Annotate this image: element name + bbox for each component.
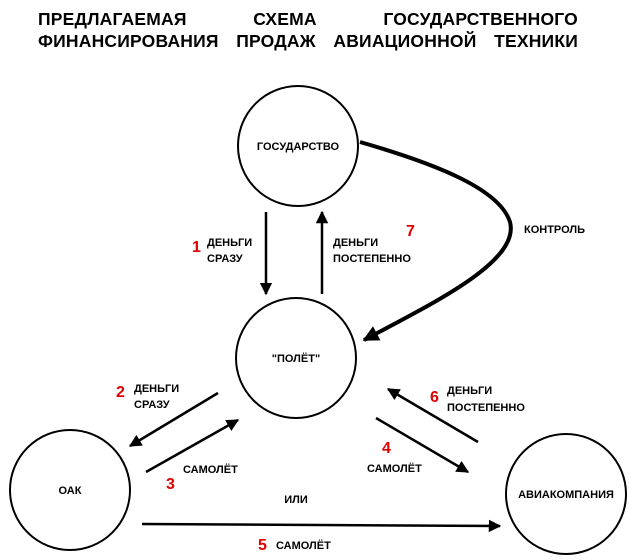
or-label: ИЛИ [284,494,308,506]
step-number-5: 5 [258,537,267,554]
arrow-5-plane-direct [141,519,502,533]
node-oak: ОАК [9,429,131,551]
step-number-6: 6 [430,389,439,406]
edge-2-label-line1: ДЕНЬГИ [134,383,179,395]
node-polet-label: "ПОЛЁТ" [272,352,320,365]
title-word: ГОСУДАРСТВЕННОГО [383,9,578,29]
step-number-2: 2 [116,384,125,401]
edge-2-label-line2: СРАЗУ [134,399,170,411]
edge-control-label: КОНТРОЛЬ [524,224,585,236]
title-word: ПРЕДЛАГАЕМАЯ [38,9,187,29]
title-word: АВИАЦИОННОЙ [333,31,477,51]
edge-1-label-line1: ДЕНЬГИ [207,237,252,249]
title-word: ТЕХНИКИ [494,31,578,51]
node-polet: "ПОЛЁТ" [235,297,357,419]
step-number-3: 3 [166,476,175,493]
arrow-control [359,140,513,342]
arrow-3-plane-to-polet [145,418,240,474]
node-state-label: ГОСУДАРСТВО [257,141,340,153]
node-oak-label: ОАК [59,485,82,497]
node-airline: АВИАКОМПАНИЯ [505,433,627,555]
edge-6-label-line2: ПОСТЕПЕННО [447,402,525,414]
title-line-1: ПРЕДЛАГАЕМАЯ СХЕМА ГОСУДАРСТВЕННОГО [38,8,578,30]
arrow-2-money-to-oak [128,391,219,448]
edge-6-label-line1: ДЕНЬГИ [447,385,492,397]
edge-5-label: САМОЛЁТ [276,539,331,552]
title-word: СХЕМА [253,9,317,29]
step-number-7: 7 [406,223,415,240]
step-number-1: 1 [192,239,201,256]
step-number-4: 4 [382,440,391,457]
node-airline-label: АВИАКОМПАНИЯ [518,489,614,501]
title-word: ФИНАНСИРОВАНИЯ [38,31,219,51]
arrow-4-plane-to-airline [375,416,470,474]
title-line-2: ФИНАНСИРОВАНИЯ ПРОДАЖ АВИАЦИОННОЙ ТЕХНИК… [38,30,578,52]
edge-4-label: САМОЛЁТ [367,462,422,475]
edge-1-label-line2: СРАЗУ [207,253,243,265]
arrow-6-money-to-polet [386,387,479,444]
node-state: ГОСУДАРСТВО [237,85,359,207]
edge-7-label-line1: ДЕНЬГИ [333,237,378,249]
diagram-title: ПРЕДЛАГАЕМАЯ СХЕМА ГОСУДАРСТВЕННОГО ФИНА… [38,8,578,52]
title-word: ПРОДАЖ [236,31,316,51]
edge-3-label: САМОЛЁТ [183,463,238,476]
edge-7-label-line2: ПОСТЕПЕННО [333,253,411,265]
